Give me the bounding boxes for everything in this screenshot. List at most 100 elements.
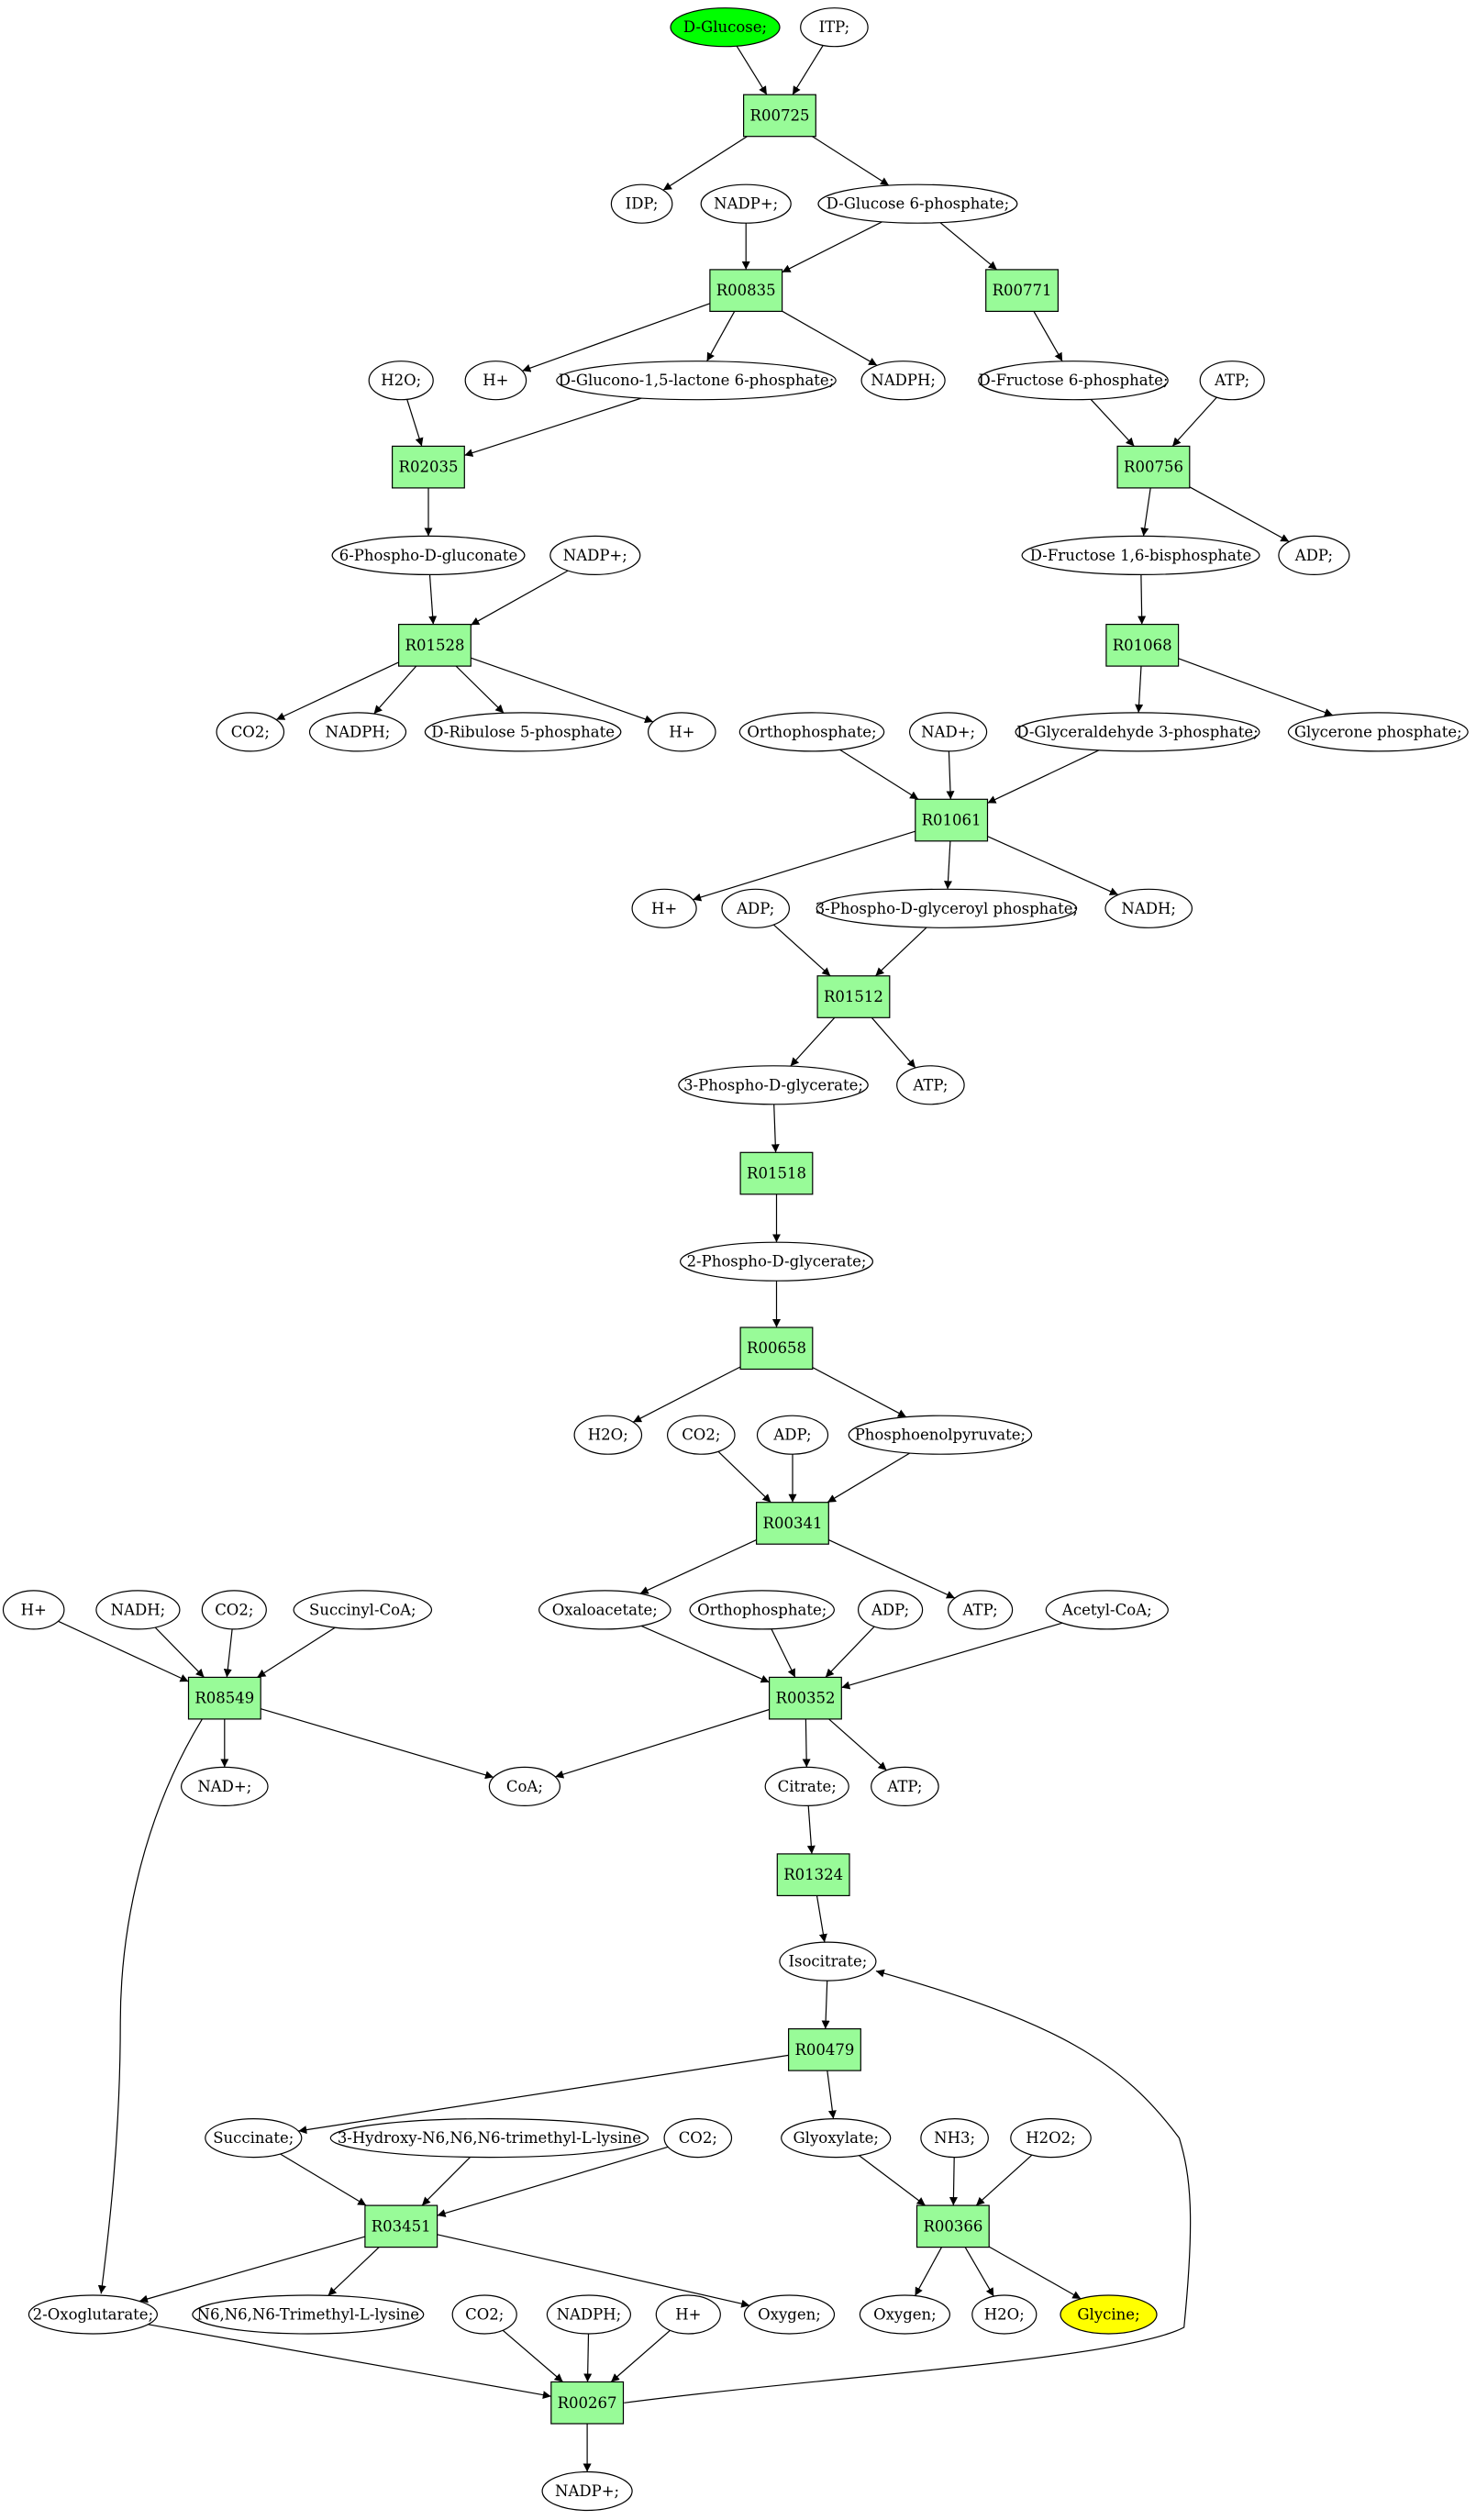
compound-ellipse xyxy=(816,888,1078,928)
edge-c_hplus4-to-r08549 xyxy=(58,1620,189,1682)
node-label: R00658 xyxy=(747,1339,806,1357)
compound-node-c-glucono: D-Glucono-1,5-lactone 6-phosphate; xyxy=(556,361,837,401)
compound-ellipse xyxy=(464,361,527,401)
reaction-node-r01512: R01512 xyxy=(816,975,891,1018)
compound-ellipse xyxy=(700,183,792,224)
compound-ellipse xyxy=(817,183,1018,224)
edge-r01512-to-c_atp2 xyxy=(871,1016,916,1069)
compound-node-c-hydroxy: 3-Hydroxy-N6,N6,N6-trimethyl-L-lysine xyxy=(329,2118,649,2159)
reaction-node-r01528: R01528 xyxy=(398,623,472,667)
compound-ellipse xyxy=(95,1590,181,1630)
edge-c_glucose-to-r00725 xyxy=(736,45,768,95)
reaction-box xyxy=(398,623,472,667)
compound-node-c-atp4: ATP; xyxy=(871,1766,939,1807)
node-label: Acetyl-CoA; xyxy=(1061,1601,1152,1618)
node-label: D-Glucose; xyxy=(683,18,767,36)
compound-ellipse xyxy=(971,2294,1038,2335)
compound-node-c-succinate: Succinate; xyxy=(205,2118,303,2159)
compound-ellipse xyxy=(1104,888,1193,928)
compound-node-c-ortho1: Orthophosphate; xyxy=(738,712,885,752)
edge-r08549-to-c_2og xyxy=(97,1718,203,2294)
edge-c_nadh2-to-r08549 xyxy=(154,1626,205,1678)
edge-r00835-to-c_nadph1 xyxy=(782,310,878,366)
compound-ellipse xyxy=(679,1241,873,1282)
compound-ellipse xyxy=(647,712,716,752)
compound-ellipse xyxy=(293,1590,433,1630)
compound-node-c-ortho2: Orthophosphate; xyxy=(689,1590,835,1630)
node-label: H+ xyxy=(651,900,677,917)
compound-node-c-citrate: Citrate; xyxy=(764,1766,849,1807)
compound-node-c-atp2: ATP; xyxy=(896,1065,965,1105)
node-label: Isocitrate; xyxy=(789,1953,868,1970)
edge-c_6pg-to-r01528 xyxy=(428,574,438,625)
reaction-node-r00658: R00658 xyxy=(739,1327,814,1371)
compound-ellipse xyxy=(631,888,697,928)
edge-r01068-to-c_dhap xyxy=(1178,658,1334,716)
node-label: D-Ribulose 5-phosphate xyxy=(431,723,615,740)
node-label: Succinate; xyxy=(213,2129,294,2147)
edge-r01528-to-c_ru5p xyxy=(455,665,505,714)
compound-ellipse xyxy=(28,2294,159,2335)
edge-r01528-to-c_co2_1 xyxy=(275,661,399,721)
compound-ellipse xyxy=(871,1766,939,1807)
edge-c_nadp2-to-r01528 xyxy=(471,570,569,626)
compound-node-c-h2o2b: H2O2; xyxy=(1010,2118,1092,2159)
node-label: CO2; xyxy=(465,2306,504,2324)
edge-r00366-to-c_oxygen2 xyxy=(914,2247,943,2296)
edge-r00341-to-c_atp3 xyxy=(828,1539,956,1599)
edge-r01061-to-c_hplus3 xyxy=(693,830,916,902)
compound-node-c-atp1: ATP; xyxy=(1199,361,1265,401)
compound-ellipse xyxy=(689,1590,835,1630)
compound-ellipse xyxy=(1287,712,1469,752)
node-label: 6-Phospho-D-gluconate xyxy=(339,547,518,564)
compound-ellipse xyxy=(201,1590,267,1630)
edge-c_glyoxylate-to-r00366 xyxy=(859,2155,927,2206)
compound-ellipse xyxy=(1015,712,1260,752)
edge-r00835-to-c_glucono xyxy=(706,311,736,361)
compound-node-c-nadp3: NADP+; xyxy=(541,2470,633,2512)
compound-node-c-glycine: Glycine; xyxy=(1060,2294,1158,2335)
reaction-box xyxy=(742,94,816,138)
node-label: H2O2; xyxy=(1026,2129,1075,2147)
compound-node-c-co2-3: CO2; xyxy=(201,1590,267,1630)
compound-node-c-2pg: 2-Phospho-D-glycerate; xyxy=(679,1241,873,1282)
compound-ellipse xyxy=(978,361,1169,401)
node-label: ADP; xyxy=(736,900,774,917)
reaction-node-r00725: R00725 xyxy=(742,94,816,138)
edge-r00352-to-c_atp4 xyxy=(828,1718,887,1771)
node-label: NADPH; xyxy=(557,2306,622,2324)
node-label: CoA; xyxy=(506,1778,543,1795)
compound-ellipse xyxy=(1021,535,1260,576)
compound-node-c-bpg: 3-Phospho-D-glyceroyl phosphate; xyxy=(816,888,1078,928)
compound-ellipse xyxy=(743,2294,836,2335)
reaction-box xyxy=(768,1676,842,1720)
compound-ellipse xyxy=(1010,2118,1092,2159)
compound-node-c-itp: ITP; xyxy=(800,7,869,48)
compound-ellipse xyxy=(1045,1590,1169,1630)
node-label: NADP+; xyxy=(714,195,778,213)
node-label: H+ xyxy=(669,723,694,740)
node-label: H2O; xyxy=(588,1427,628,1444)
compound-node-c-co2-1: CO2; xyxy=(216,712,285,752)
edge-c_g6p-to-r00771 xyxy=(939,222,998,271)
edge-r00756-to-c_adp1 xyxy=(1189,486,1290,543)
compound-ellipse xyxy=(859,2294,951,2335)
compound-ellipse xyxy=(181,1766,269,1807)
edge-c_acoa-to-r00352 xyxy=(841,1622,1063,1690)
reaction-node-r02035: R02035 xyxy=(392,445,465,489)
edge-r00725-to-c_idp xyxy=(662,136,748,191)
node-label: N6,N6,N6-Trimethyl-L-lysine xyxy=(197,2306,420,2324)
edge-c_co2_4-to-r03451 xyxy=(437,2146,669,2217)
edge-c_fbp-to-r01068 xyxy=(1138,574,1147,625)
node-label: IDP; xyxy=(626,195,659,213)
node-label: D-Glucose 6-phosphate; xyxy=(827,195,1010,213)
compound-node-c-succoa: Succinyl-CoA; xyxy=(293,1590,433,1630)
compound-node-c-co2-2: CO2; xyxy=(666,1415,736,1455)
compound-node-c-idp: IDP; xyxy=(610,183,673,224)
node-label: NAD+; xyxy=(197,1778,251,1795)
reaction-node-r00756: R00756 xyxy=(1116,445,1191,489)
reaction-node-r00366: R00366 xyxy=(916,2204,990,2248)
compound-ellipse xyxy=(610,183,673,224)
node-label: CO2; xyxy=(682,1427,720,1444)
